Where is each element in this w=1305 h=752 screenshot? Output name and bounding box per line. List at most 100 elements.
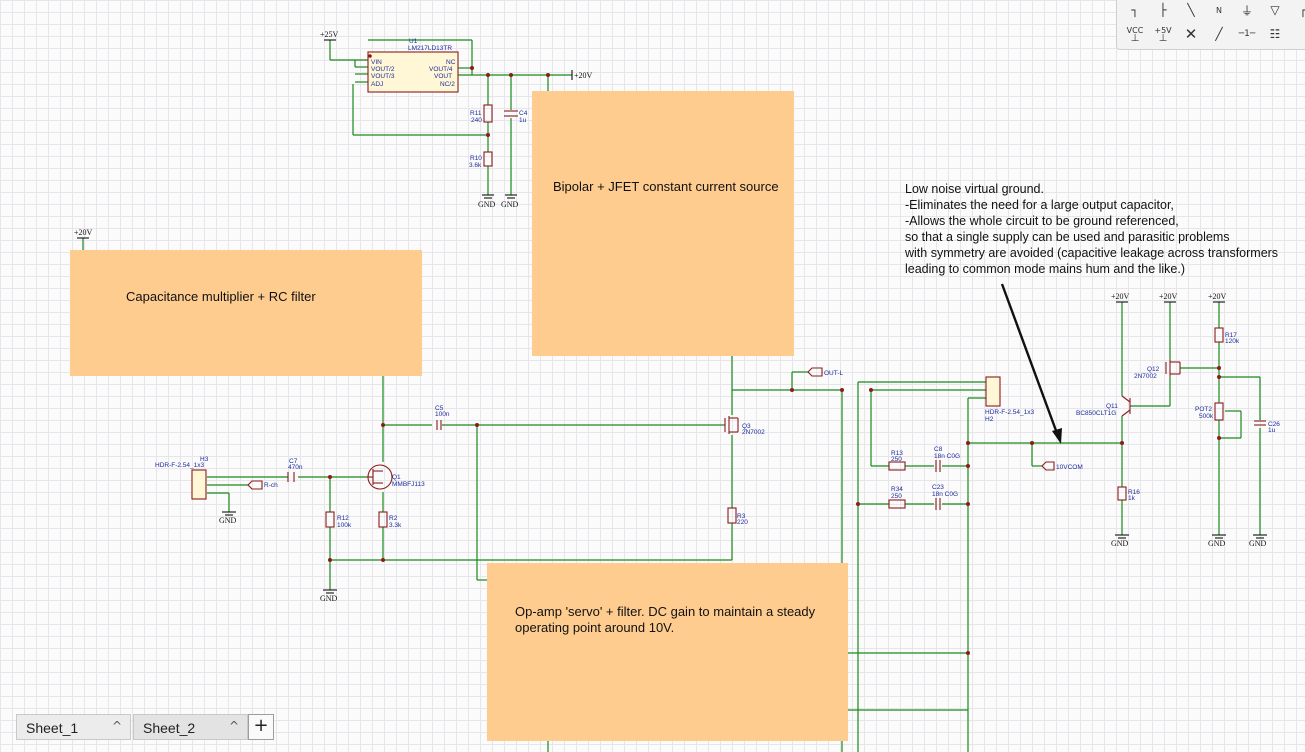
border-icon[interactable]: ┌ [1299,3,1305,17]
input-stage[interactable]: +20V GND GND H3 HDR-F-2.54_1x3 C7 470n Q… [74,228,765,603]
plus5v-symbol[interactable]: +5V⊥ [1154,25,1172,44]
plus5v-symbol-label: +5V [1154,25,1172,35]
r12-value: 100k [337,522,352,529]
u1-pin-vin: VIN [371,59,382,66]
u1-ref: U1 [409,38,418,45]
q12-value: 2N7002 [1134,373,1157,380]
u1-value: LM217LD13TR [408,45,452,52]
c7-ref: C7 [289,458,298,465]
note-opamp-servo[interactable]: Op-amp 'servo' + filter. DC gain to main… [487,563,848,741]
plus20v-label-q12: +20V [1159,292,1178,301]
add-sheet-button[interactable]: + [248,714,274,740]
c23-value: 18n C0G [932,491,958,498]
h3-value: HDR-F-2.54_1x3 [155,462,205,469]
pin-number-icon[interactable]: ─1─ [1238,29,1256,39]
q11-ref: Q11 [1106,403,1118,410]
q11-value: BC850CLT1G [1076,410,1116,417]
r16-ref: R16 [1128,489,1140,496]
u1-pin-nc2: NC/2 [440,81,455,88]
plus20v-label-reg: +20V [574,71,593,80]
c4-value: 1u [519,117,527,124]
power-ground-icon[interactable]: ⏚ [1240,3,1253,18]
note-capmult-text: Capacitance multiplier + RC filter [126,289,316,304]
net-label-icon[interactable]: N [1207,0,1231,21]
r3-value: 220 [737,519,748,526]
gnd-label-c26: GND [1249,539,1267,548]
q3-value: 2N7002 [742,429,765,436]
c8-ref: C8 [934,446,943,453]
r13-ref: R13 [891,450,903,457]
virtual-ground-annotation[interactable]: Low noise virtual ground. -Eliminates th… [905,182,1279,276]
pencil-icon[interactable]: ╱ [1215,27,1223,41]
bus-entry-icon[interactable]: ├ [1159,3,1167,17]
pot2-value: 500k [1199,413,1214,420]
c26-ref: C26 [1268,421,1280,428]
r12-ref: R12 [337,515,349,522]
wire-tool-icon[interactable]: ┐ [1131,3,1139,17]
u1-pin-nc: NC [446,59,456,66]
c26-value: 1u [1268,427,1276,434]
h2-ref: H2 [985,416,994,423]
plus20v-label-left: +20V [74,228,93,237]
note-opamp-text: Op-amp 'servo' + filter. DC gain to main… [515,604,816,635]
q1-ref: Q1 [392,474,401,481]
c4-ref: C4 [519,110,528,117]
r10-value: 3.6k [469,162,482,169]
r16-value: 1k [1128,495,1136,502]
vcc-symbol-label: VCC [1126,25,1144,35]
c7-value: 470n [288,464,303,471]
plus20v-label-r17: +20V [1208,292,1227,301]
u1-pin-vout3: VOUT/3 [371,73,395,80]
no-connect-icon[interactable]: ✕ [1184,25,1198,43]
chevron-up-icon[interactable]: ^ [111,719,122,733]
outl-netlabel[interactable]: OUT-L [824,370,844,377]
q12-ref: Q12 [1147,366,1160,373]
u1-pin-vout4: VOUT/4 [429,66,453,73]
net-label-text: N [1216,5,1222,15]
r34-ref: R34 [891,486,903,493]
gnd-label-c4: GND [501,200,519,209]
c5-ref: C5 [435,405,444,412]
tab-sheet-1[interactable]: Sheet_1 ^ [16,714,131,740]
vcom-netlabel[interactable]: 10VCOM [1056,464,1083,471]
vcc-symbol[interactable]: VCC⊥ [1126,25,1144,44]
r34-value: 250 [891,493,902,500]
sheet-tab-bar: Sheet_1 ^ Sheet_2 ^ + [0,708,1305,752]
r17-ref: R17 [1225,332,1237,339]
global-label-icon[interactable]: ▽ [1270,3,1280,17]
r10-ref: R10 [470,155,482,162]
line-icon[interactable]: ╲ [1187,3,1195,17]
c5-value: 100n [435,411,450,418]
r3-ref: R3 [737,513,746,520]
gnd-label-r12: GND [320,594,338,603]
u1-pin-vout2: VOUT/2 [371,66,395,73]
r11-value: 240 [471,117,482,124]
regulator-block[interactable]: +25V +20V GND GND U1 LM217LD13TR VIN VOU… [320,30,593,209]
note-bipolar-jfet[interactable]: Bipolar + JFET constant current source [532,91,794,356]
u1-pin-adj: ADJ [371,81,383,88]
h3-ref: H3 [200,456,209,463]
symbol-palette[interactable]: ┐ ├ ╲ N ⏚ ▽ ┌ VCC⊥ +5V⊥ ✕ ╱ ─1─ ☷ [1116,0,1305,50]
rch-netlabel[interactable]: R-ch [264,482,278,489]
gnd-label-pot2: GND [1208,539,1226,548]
q3-ref: Q3 [742,423,751,430]
note-bipolar-text: Bipolar + JFET constant current source [553,179,779,194]
pot2-ref: POT2 [1195,406,1212,413]
virtual-ground-stage[interactable]: +20V +20V +20V GND GND GND OUT-L 10VCOM … [547,292,1280,752]
hierarchical-sheet-icon[interactable]: ☷ [1269,27,1281,41]
plus20v-label-q11: +20V [1111,292,1130,301]
tab-sheet-2[interactable]: Sheet_2 ^ [133,714,248,740]
gnd-label-h3: GND [219,516,237,525]
annotation-arrow [1000,283,1062,444]
gnd-label-r10: GND [478,200,496,209]
c23-ref: C23 [932,484,944,491]
c8-value: 18n C0G [934,453,960,460]
r2-value: 3.3k [389,522,402,529]
chevron-up-icon[interactable]: ^ [228,719,239,733]
r2-ref: R2 [389,515,398,522]
r13-value: 250 [891,456,902,463]
plus25v-label: +25V [320,30,339,39]
note-capacitance-multiplier[interactable]: Capacitance multiplier + RC filter [70,250,422,376]
u1-pin-vout: VOUT [434,73,452,80]
